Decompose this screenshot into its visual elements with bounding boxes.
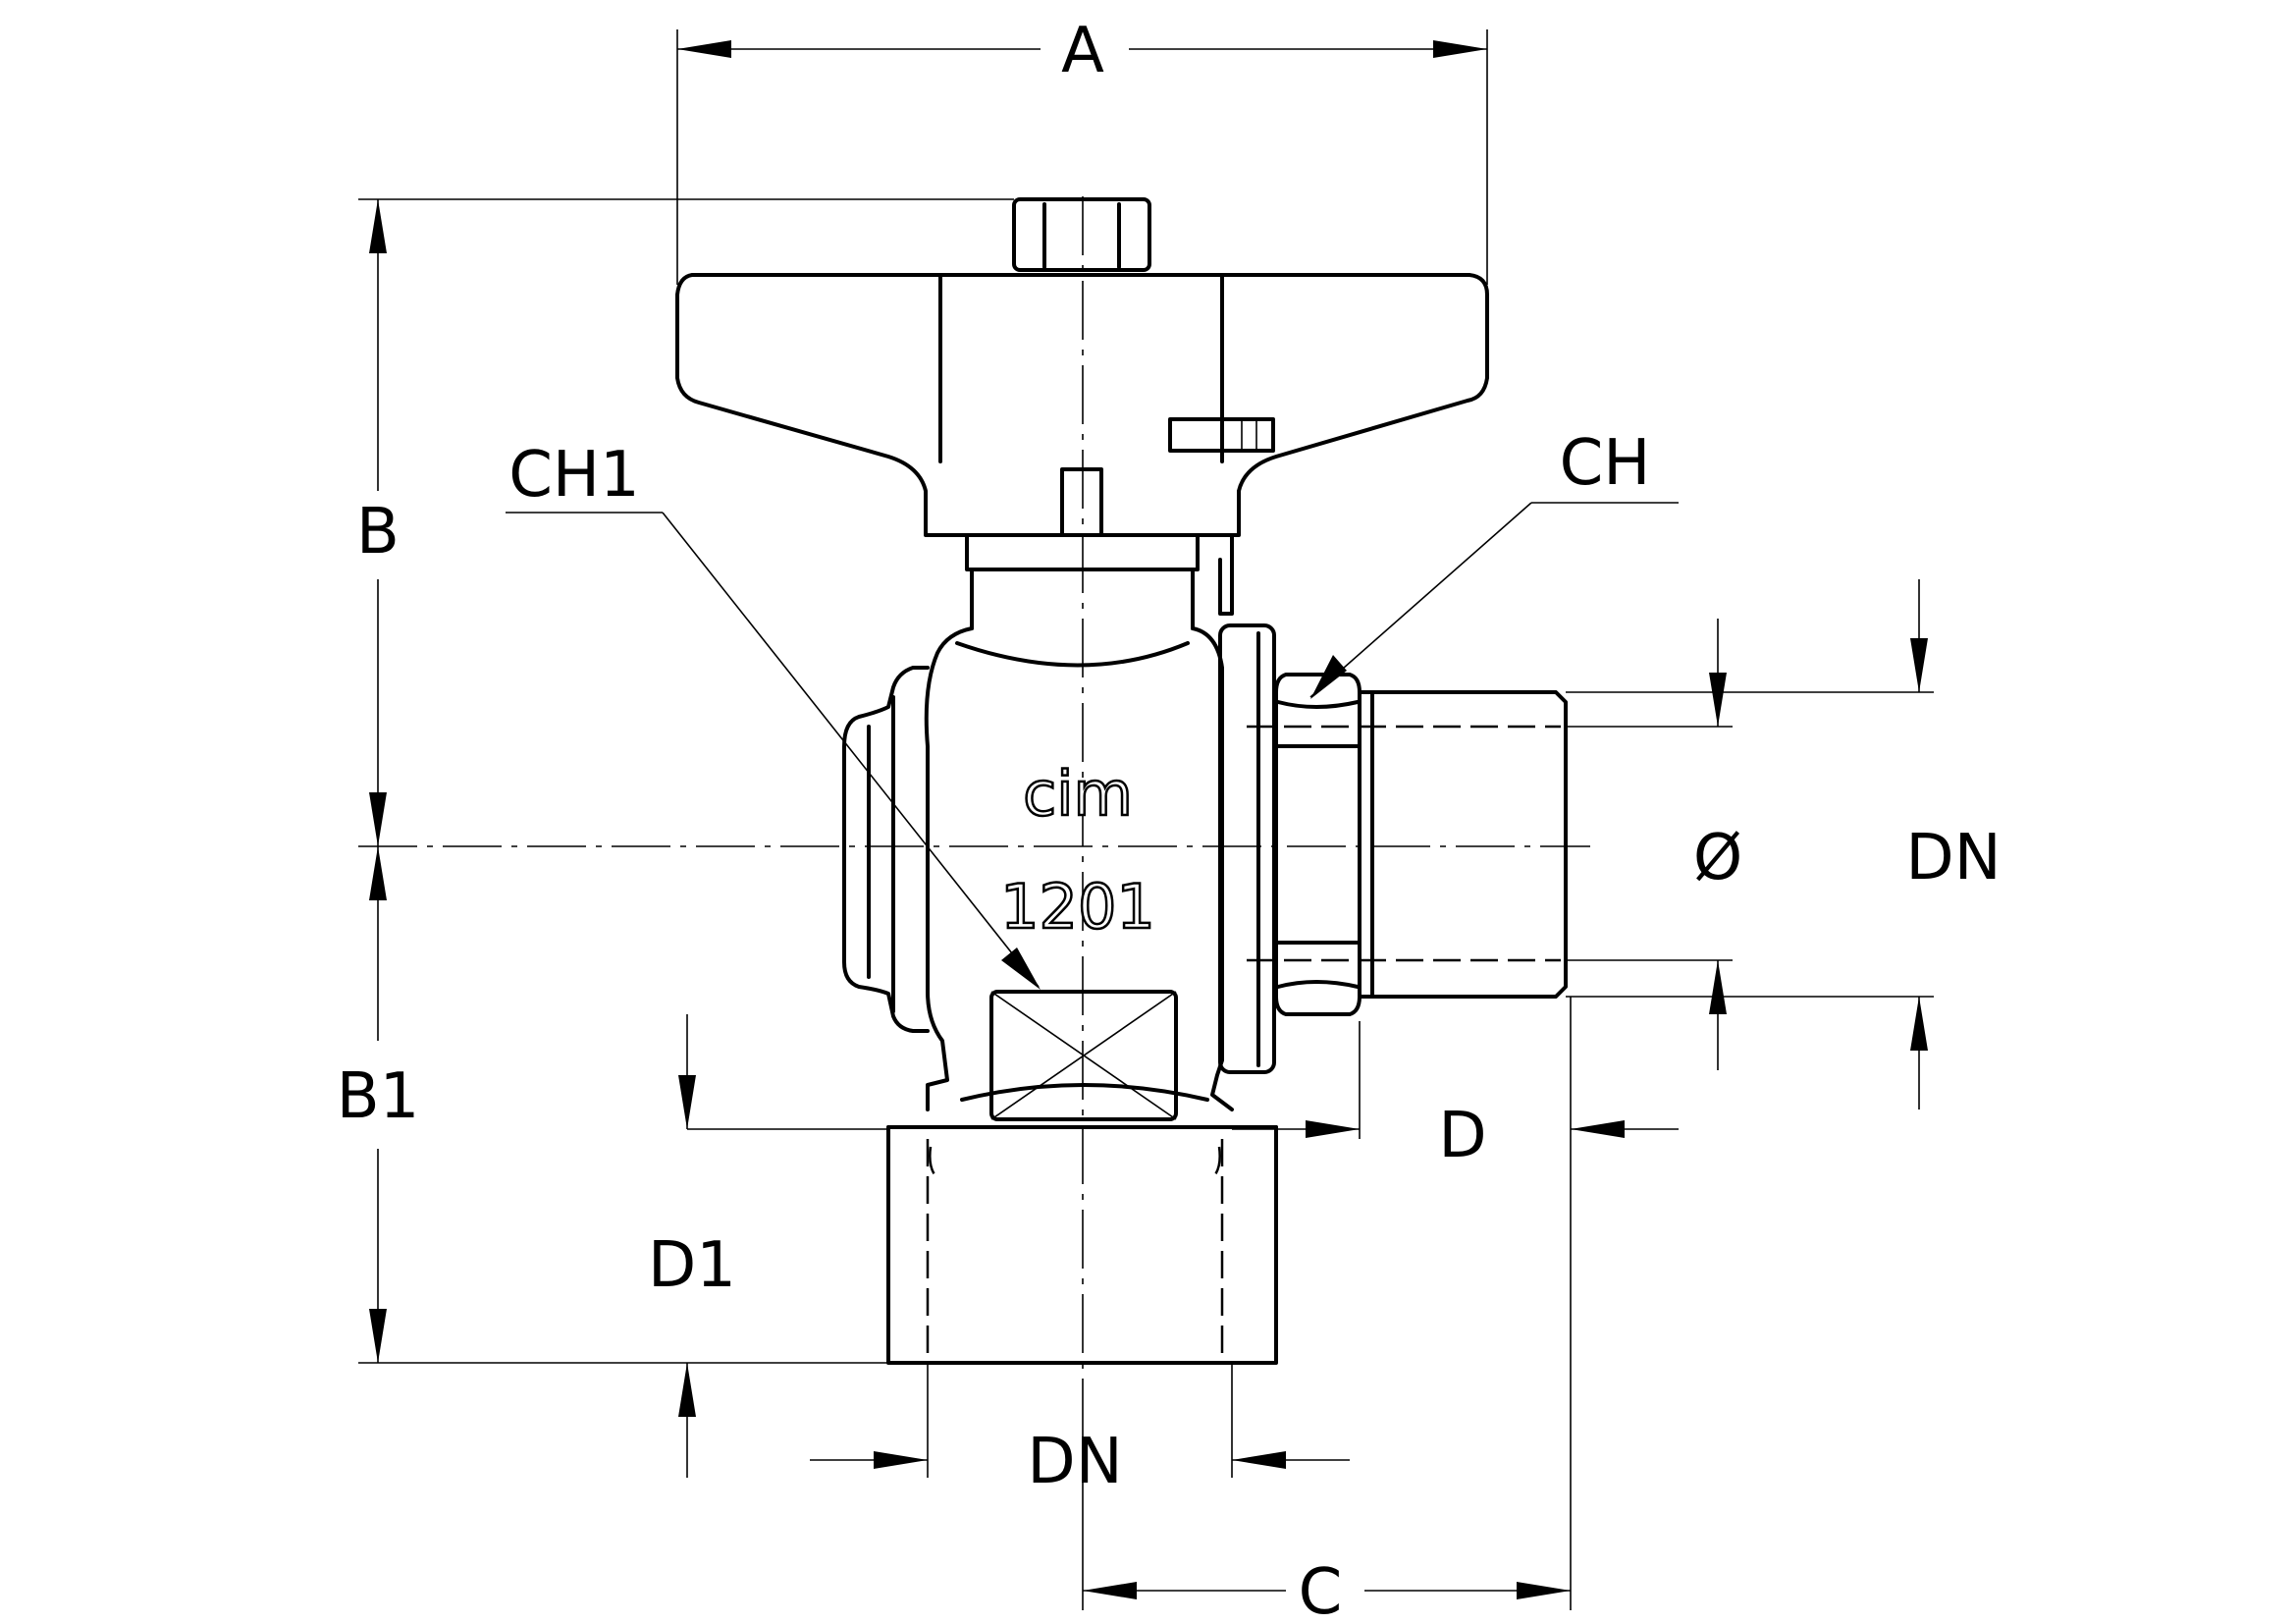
label-DN-bottom: DN [1027,1426,1122,1498]
label-DN-right: DN [1905,822,2001,894]
label-D: D [1438,1100,1486,1172]
label-CH1: CH1 [508,439,640,512]
model-marking: 1201 [1000,871,1155,943]
label-C: C [1299,1556,1343,1624]
valve-stem [965,533,1234,630]
valve-body [842,623,1276,1121]
butterfly-handle [675,197,1489,537]
dimension-labels: A B B1 D1 DN D C Ø DN CH CH1 [337,15,2002,1624]
center-lines [358,196,1590,1512]
label-diameter: Ø [1693,822,1742,894]
label-B: B [356,496,400,568]
label-CH: CH [1560,427,1651,500]
label-A: A [1061,15,1104,87]
label-D1: D1 [648,1229,736,1302]
dimension-lines [358,29,1934,1610]
bottom-outlet [886,1125,1278,1365]
body-markings: cim 1201 [999,757,1156,945]
right-outlet [1247,673,1568,1016]
brand-marking: cim [1023,758,1133,830]
label-B1: B1 [337,1060,420,1133]
